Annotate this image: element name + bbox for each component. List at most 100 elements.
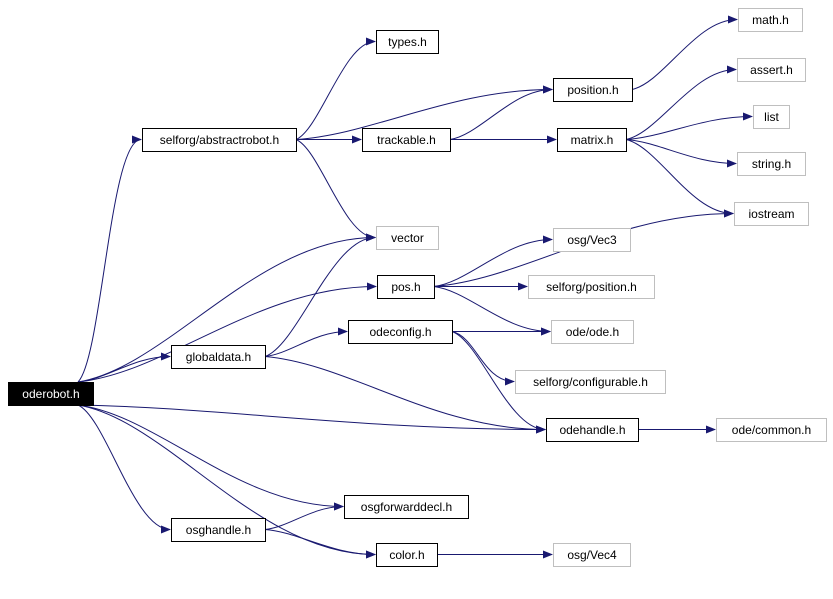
node-selforgposition: selforg/position.h (528, 275, 655, 299)
node-oderobot[interactable]: oderobot.h (8, 382, 94, 406)
edge-abstractrobot-to-vector (295, 139, 376, 242)
node-box (171, 518, 266, 542)
node-label: osghandle.h (186, 523, 251, 537)
node-box (376, 226, 439, 250)
edge-oderobot-to-vector (77, 233, 376, 383)
node-label: globaldata.h (186, 350, 251, 364)
node-label: assert.h (750, 63, 793, 77)
node-types[interactable]: types.h (376, 30, 439, 54)
nodes: oderobot.h selforg/abstractrobot.h types.h… (8, 8, 827, 567)
node-label: ode/common.h (732, 423, 811, 437)
node-label: osgforwarddecl.h (361, 500, 452, 514)
edge-matrix-to-string (625, 139, 737, 168)
node-box (8, 382, 94, 406)
node-label: selforg/position.h (546, 280, 637, 294)
node-box (376, 30, 439, 54)
node-abstractrobot[interactable]: selforg/abstractrobot.h (142, 128, 297, 152)
node-label: trackable.h (377, 133, 436, 147)
node-label: osg/Vec3 (567, 233, 617, 247)
edge-odeconfig-to-configurable (451, 331, 515, 386)
node-box (377, 275, 435, 299)
node-osgforwarddecl[interactable]: osgforwarddecl.h (344, 495, 469, 519)
edge-abstractrobot-to-types (295, 37, 376, 140)
node-label: math.h (752, 13, 789, 27)
node-box (515, 370, 666, 394)
node-box (738, 8, 803, 32)
node-box (553, 78, 633, 102)
node-pos[interactable]: pos.h (377, 275, 435, 299)
node-label: pos.h (391, 280, 420, 294)
node-math: math.h (738, 8, 803, 32)
node-box (551, 320, 634, 344)
edge-oderobot-to-color (77, 404, 376, 559)
node-box (716, 418, 827, 442)
edge-oderobot-to-odehandle (77, 404, 546, 434)
node-trackable[interactable]: trackable.h (362, 128, 451, 152)
node-box (348, 320, 453, 344)
node-box (753, 105, 790, 129)
edge-odeconfig-to-odehandle (451, 331, 546, 434)
node-string: string.h (737, 152, 806, 176)
edge-globaldata-to-odeconfig (264, 327, 348, 357)
edge-globaldata-to-vector (264, 233, 376, 357)
node-box (171, 345, 266, 369)
node-box (553, 228, 631, 252)
edge-abstractrobot-to-position (295, 85, 553, 140)
node-label: selforg/abstractrobot.h (160, 133, 279, 147)
node-label: odeconfig.h (369, 325, 431, 339)
edge-osghandle-to-color (264, 529, 376, 559)
node-odecommon: ode/common.h (716, 418, 827, 442)
node-label: list (764, 110, 779, 124)
node-osghandle[interactable]: osghandle.h (171, 518, 266, 542)
node-label: oderobot.h (22, 387, 79, 401)
node-osgvec3: osg/Vec3 (553, 228, 631, 252)
node-box (528, 275, 655, 299)
edge-matrix-to-list (625, 112, 753, 140)
node-label: odehandle.h (559, 423, 625, 437)
node-box (142, 128, 297, 152)
edge-oderobot-to-osghandle (77, 404, 171, 534)
node-odehandle[interactable]: odehandle.h (546, 418, 639, 442)
node-box (553, 543, 631, 567)
node-odeode: ode/ode.h (551, 320, 634, 344)
node-box (737, 152, 806, 176)
node-color[interactable]: color.h (376, 543, 438, 567)
edge-matrix-to-assert (625, 65, 737, 140)
node-vector: vector (376, 226, 439, 250)
node-box (344, 495, 469, 519)
node-box (376, 543, 438, 567)
node-label: osg/Vec4 (567, 548, 617, 562)
node-box (737, 58, 806, 82)
node-globaldata[interactable]: globaldata.h (171, 345, 266, 369)
node-box (362, 128, 451, 152)
node-assert: assert.h (737, 58, 806, 82)
node-iostream: iostream (734, 202, 809, 226)
node-label: color.h (389, 548, 424, 562)
node-label: vector (391, 231, 424, 245)
node-label: matrix.h (571, 133, 614, 147)
edge-oderobot-to-globaldata (77, 352, 171, 383)
node-label: ode/ode.h (566, 325, 619, 339)
edge-position-to-math (631, 15, 738, 90)
edge-oderobot-to-abstractrobot (77, 135, 142, 383)
node-label: types.h (388, 35, 427, 49)
edge-trackable-to-position (449, 85, 553, 140)
node-box (557, 128, 627, 152)
node-label: string.h (752, 157, 791, 171)
edge-globaldata-to-odehandle (264, 356, 546, 434)
node-position[interactable]: position.h (553, 78, 633, 102)
edge-pos-to-odeode (433, 286, 551, 336)
node-matrix[interactable]: matrix.h (557, 128, 627, 152)
node-configurable: selforg/configurable.h (515, 370, 666, 394)
edge-osghandle-to-osgforwarddecl (264, 502, 344, 530)
edge-oderobot-to-pos (77, 282, 377, 383)
node-osgvec4: osg/Vec4 (553, 543, 631, 567)
edges (77, 15, 753, 559)
edge-oderobot-to-osgforwarddecl (77, 404, 344, 511)
node-label: selforg/configurable.h (533, 375, 648, 389)
node-list: list (753, 105, 790, 129)
node-odeconfig[interactable]: odeconfig.h (348, 320, 453, 344)
node-label: position.h (567, 83, 618, 97)
edge-pos-to-osgvec3 (433, 235, 553, 287)
